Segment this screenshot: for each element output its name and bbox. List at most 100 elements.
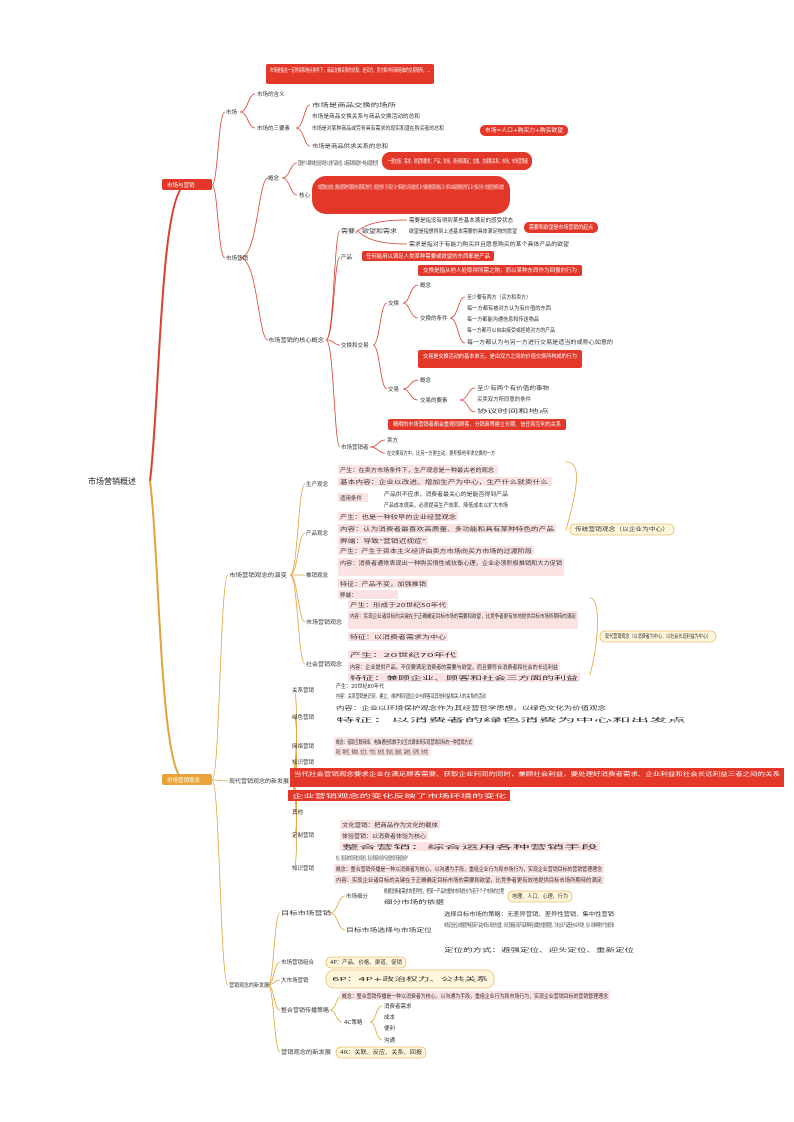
- node-core[interactable]: 核心: [299, 191, 311, 199]
- node-knowledge[interactable]: 知识营销: [292, 758, 315, 766]
- node-shichang[interactable]: 市场: [226, 108, 238, 116]
- node-4c[interactable]: 4C策略: [344, 1018, 363, 1026]
- node-new-development[interactable]: 现代营销观念的新发展: [229, 777, 290, 785]
- node-zs3[interactable]: 内容：实现企业诸目标的关键在于正确确定目标市场的需要和欲望，比竞争者更有效地提供…: [336, 876, 602, 884]
- node-ys2[interactable]: 买卖双方所同意的条件: [477, 395, 531, 403]
- node-sy1[interactable]: 市场是商品交换的场所: [312, 101, 397, 109]
- node-customization[interactable]: 定制营销: [292, 831, 315, 839]
- node-cp1[interactable]: 产生：也是一种较早的企业经营观念: [340, 513, 457, 521]
- node-mb2a[interactable]: 选择目标市场的策略：无差异营销、差异性营销、集中性营销: [444, 910, 615, 918]
- node-knowledge-2[interactable]: 知识营销: [292, 864, 315, 872]
- node-wl2[interactable]: 特征：跨时空、多媒体、交互式、个性化、成长性、整合性、超前性、高效性、经济性、技…: [336, 748, 428, 756]
- node-zh2b[interactable]: 成本: [384, 1013, 396, 1021]
- node-market-meaning[interactable]: 市场的含义: [257, 90, 285, 98]
- node-tj4[interactable]: 每一方都可以自由接受或拒绝对方的产品: [467, 326, 555, 334]
- node-g1[interactable]: 营销是个人和群体通过创造并同他人交换产品和价值，以满足需求和欲望的一种社会和管理…: [298, 159, 378, 167]
- node-sc1[interactable]: 产生：在卖方市场条件下，生产观念是一种最古老的观念: [340, 466, 495, 474]
- branch-market-and-marketing[interactable]: 市场与营销: [162, 179, 212, 190]
- node-marketing-concept[interactable]: 市场营销观念: [306, 618, 343, 626]
- node-three-elements[interactable]: 市场的三要素: [257, 124, 291, 132]
- node-zh1[interactable]: 概念：整合营销传播是一种以消费者为核心，以沟通为手段，重组企业行为和市场行为，实…: [342, 992, 608, 1000]
- node-product-concept[interactable]: 产品观念: [306, 529, 329, 537]
- node-other[interactable]: 其他: [292, 808, 304, 816]
- node-marketing-mix[interactable]: 市场营销组合: [281, 958, 315, 966]
- node-yxz1[interactable]: 卖方: [387, 436, 399, 444]
- node-marketer[interactable]: 市场营销者: [341, 443, 369, 451]
- node-sh1[interactable]: 产生：20世纪70年代: [350, 651, 457, 659]
- node-tx2[interactable]: 内容：消费者通常表现出一种购买惰性或抗衡心理，企业必须积极推销和大力促销: [340, 559, 563, 567]
- node-sy2[interactable]: 市场是商品交换关系与商品交换活动的总和: [312, 112, 420, 120]
- node-exchange-trade[interactable]: 交换和交易: [341, 341, 369, 349]
- root-node[interactable]: 市场营销概述: [88, 476, 136, 486]
- node-tj1[interactable]: 至少要有两方（买方和卖方）: [467, 293, 531, 301]
- node-mb1a[interactable]: 根据消费者需求的差异性，把某一产品的整体市场划分为若干个子市场的过程: [384, 887, 504, 895]
- node-yxz2[interactable]: 在交换双方中，比另一方更主动、更积极地寻求交换的一方: [387, 449, 495, 457]
- node-sc3a[interactable]: 产品供不应求，消费者最关心的是能否得到产品: [384, 490, 509, 498]
- node-green[interactable]: 绿色营销: [292, 713, 315, 721]
- node-imc[interactable]: 整合营销传播策略: [281, 1006, 330, 1014]
- node-zh2c[interactable]: 便利: [384, 1024, 395, 1032]
- node-exchange-conditions[interactable]: 交换的条件: [420, 314, 448, 322]
- node-yx1[interactable]: 产生：形成于20世纪50年代: [350, 601, 447, 609]
- node-core-concepts[interactable]: 市场营销的核心概念: [268, 336, 325, 344]
- node-sy3[interactable]: 市场是对某种商品或劳务具有需求的现实和潜在购买者的总和: [312, 124, 444, 132]
- node-zh2d[interactable]: 沟通: [384, 1036, 396, 1044]
- node-zh2a[interactable]: 消费者需求: [384, 1002, 412, 1010]
- node-sh2[interactable]: 内容：企业提供产品，不仅要满足消费者的需要与欲望，而且要符合消费者和社会的长远利…: [350, 663, 558, 671]
- node-sc3b[interactable]: 产品成本很高，必须提高生产效率、降低成本以扩大市场: [384, 501, 508, 509]
- node-ys3[interactable]: 协议时间和地点: [477, 407, 550, 415]
- node-trade[interactable]: 交易: [388, 385, 399, 393]
- node-qt2[interactable]: 体验营销：以消费者体验为核心: [342, 832, 427, 840]
- node-cp2[interactable]: 内容：认为消费者最喜欢高质量、多功能和具有某种特色的产品: [340, 525, 555, 533]
- node-xq2[interactable]: 欲望是指想得到上述基本需要的具体满足物的愿望: [409, 227, 517, 235]
- node-tx3[interactable]: 特征：产品不变，加强推销: [340, 580, 427, 588]
- node-xq3[interactable]: 需求是指对于有能力购买并且愿意购买的某个具体产品的欲望: [409, 240, 570, 248]
- node-needs[interactable]: 需要、欲望和需求: [341, 227, 398, 235]
- node-mb2c[interactable]: 定位的方式：避强定位、迎头定位、重新定位: [444, 946, 635, 954]
- node-sh3[interactable]: 特征：兼顾企业、顾客和社会三方面的利益: [350, 674, 579, 682]
- node-tj5[interactable]: 每一方都认为与另一方进行交易是适当的或称心如意的: [467, 338, 614, 346]
- node-selling[interactable]: 推销观念: [306, 571, 329, 579]
- node-zs2[interactable]: 概念：整合营销传播是一种以消费者为核心，以沟通为手段，重组企业行为和市场行为，实…: [336, 865, 602, 873]
- node-sc2[interactable]: 基本内容：企业以改进、增加生产为中心，生产什么就卖什么: [340, 478, 549, 486]
- node-new-trends[interactable]: 营销观念的新发展: [281, 1048, 332, 1056]
- node-sy4[interactable]: 市场是商品供求关系的总和: [312, 142, 388, 150]
- node-yx2[interactable]: 内容：实现企业诸目标的关键在于正确确定目标市场的需要和欲望，比竞争者更有效地提供…: [350, 612, 576, 620]
- node-trade-concept[interactable]: 概念: [420, 376, 432, 384]
- node-tj2[interactable]: 每一方都有被对方认为有价值的东西: [467, 304, 551, 312]
- node-sc3[interactable]: 适用条件: [340, 494, 363, 502]
- node-network[interactable]: 网络营销: [292, 742, 315, 750]
- node-zs1[interactable]: 核心：通过有效的知识传播方法和途径，将企业所拥有的对用户有价值的知识传递给潜在用…: [336, 854, 408, 862]
- node-mb1b[interactable]: 细分市场的依据: [384, 898, 445, 906]
- node-qt3[interactable]: 整合营销：综合运用各种营销手段: [342, 843, 600, 851]
- node-xq1[interactable]: 需要是指没有得到某些基本满足的感受状态: [409, 216, 513, 224]
- node-concept[interactable]: 概念: [268, 174, 280, 182]
- node-social-marketing[interactable]: 社会营销观念: [306, 660, 343, 668]
- node-mb2b[interactable]: 市场定位是企业根据竞争者现有产品在市场上所处的位置，针对消费者对该产品某种特征或…: [444, 921, 614, 929]
- node-tx4[interactable]: 弊端：: [340, 591, 357, 599]
- node-tx1[interactable]: 产生：产生于资本主义经济由卖方市场向买方市场的过渡阶段: [340, 547, 533, 555]
- node-exchange-concept[interactable]: 概念: [420, 281, 432, 289]
- node-ls2[interactable]: 特征：以消费者的绿色消费为中心和出发点: [336, 716, 688, 724]
- node-trade-elements[interactable]: 交易的要素: [420, 396, 448, 404]
- node-tj3[interactable]: 每一方都能沟通信息和传送物品: [467, 315, 539, 323]
- node-product[interactable]: 产品: [341, 253, 353, 261]
- node-targeting[interactable]: 目标市场选择与市场定位: [346, 926, 433, 934]
- node-ys1[interactable]: 至少有两个有价值的事物: [477, 384, 550, 392]
- node-strategy[interactable]: 营销观念的新发展: [229, 981, 269, 989]
- node-relationship[interactable]: 关系营销: [292, 686, 315, 694]
- node-gx2[interactable]: 内容：关系营销是识别、建立、维护和巩固企业与顾客及其他利益相关人的关系的活动: [336, 692, 486, 700]
- node-exchange[interactable]: 交换: [388, 299, 400, 307]
- node-segmentation[interactable]: 市场细分: [346, 892, 369, 900]
- branch-marketing-concepts[interactable]: 市场营销观念: [162, 774, 212, 785]
- node-qt1[interactable]: 文化营销：把商品作为文化的载体: [342, 821, 439, 829]
- node-concept-evolution[interactable]: 市场营销观念的演变: [229, 571, 288, 579]
- node-yx3[interactable]: 特征：以消费者需求为中心: [350, 633, 447, 641]
- node-ls1[interactable]: 内容：企业以环境保护观念作为其经营哲学思想，以绿色文化为价值观念: [336, 704, 607, 712]
- node-production[interactable]: 生产观念: [306, 480, 329, 488]
- node-cp3[interactable]: 弊端：导致“营销近视症”: [340, 537, 426, 545]
- node-target-market[interactable]: 目标市场营销: [281, 909, 332, 917]
- node-mega-marketing[interactable]: 大市场营销: [281, 976, 309, 984]
- node-yingxiao[interactable]: 市场营销: [226, 254, 249, 262]
- node-wl1[interactable]: 概念：借助互联网络、电脑通信和数字交互式媒体来实现营销目标的一种营销方式: [336, 738, 472, 746]
